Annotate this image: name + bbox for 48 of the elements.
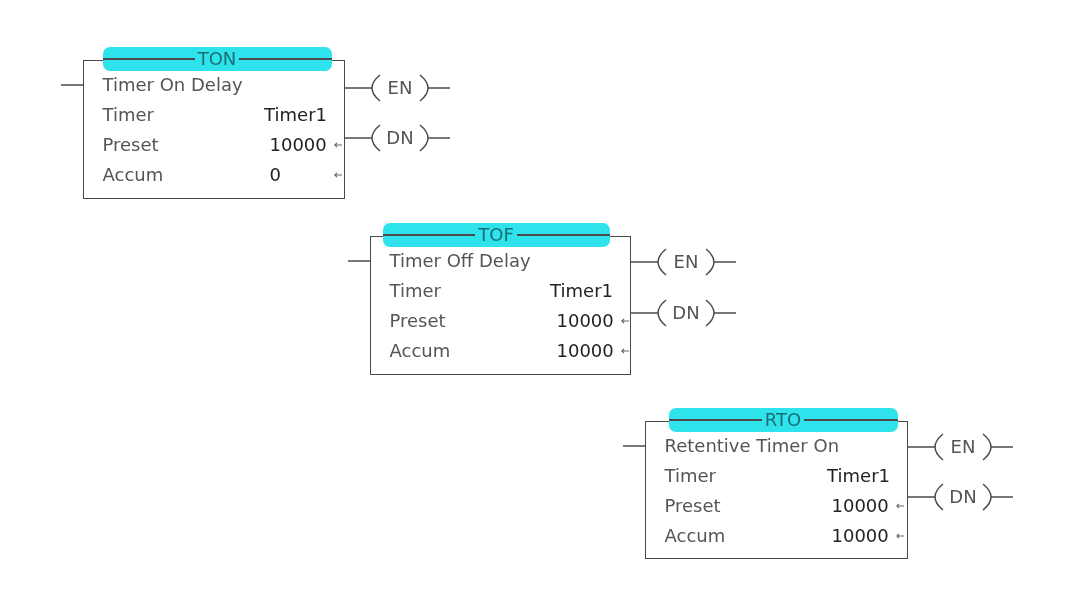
rung-wire [713,312,737,314]
parameter-value: 0 [269,164,281,186]
rung-wire [427,137,451,139]
rung-wire [60,84,84,86]
rung-wire [427,87,451,89]
block-title: Retentive Timer On [664,435,840,457]
parameter-name: Accum [102,164,164,186]
rung-wire [907,496,936,498]
parameter-name: Preset [102,134,159,156]
parameter-value: Timer1 [550,280,613,302]
rung-wire [630,261,659,263]
instruction-name-tag: TOF [382,223,610,247]
parameter-name: Accum [664,525,726,547]
rung-wire [344,87,373,89]
timer-instruction-block [83,47,345,199]
instruction-name-tag: TON [102,47,332,71]
output-coil: EN [371,74,429,102]
parameter-value: 10000 [269,134,327,156]
block-title: Timer Off Delay [389,250,531,272]
rung-wire [990,496,1014,498]
output-coil: EN [934,433,992,461]
parameter-name: Preset [664,495,721,517]
parameter-name: Timer [664,465,716,487]
parameter-name: Accum [389,340,451,362]
output-coil: DN [371,124,429,152]
rung-wire [630,312,659,314]
parameter-value: 10000 [831,495,889,517]
rung-wire [907,446,936,448]
parameter-value: Timer1 [827,465,890,487]
block-title: Timer On Delay [102,74,243,96]
instruction-name-tag: RTO [668,408,898,432]
rung-wire [344,137,373,139]
timer-instruction-block [645,408,908,559]
output-coil: DN [657,299,715,327]
parameter-value: 10000 [831,525,889,547]
parameter-value: Timer1 [264,104,327,126]
output-coil: DN [934,483,992,511]
parameter-name: Timer [102,104,154,126]
rung-wire [713,261,737,263]
parameter-name: Preset [389,310,446,332]
parameter-value: 10000 [556,340,614,362]
timer-instruction-block [370,223,631,375]
output-coil: EN [657,248,715,276]
parameter-name: Timer [389,280,441,302]
rung-wire [347,260,371,262]
rung-wire [622,445,646,447]
rung-wire [990,446,1014,448]
parameter-value: 10000 [556,310,614,332]
